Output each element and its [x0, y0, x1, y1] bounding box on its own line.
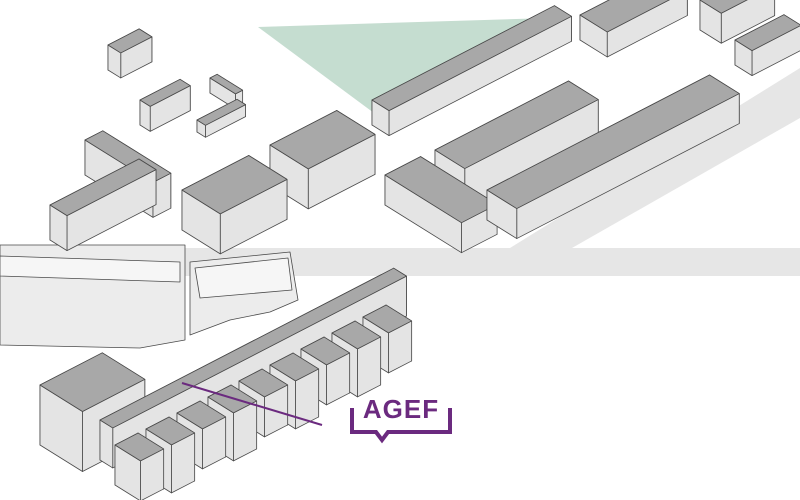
- building-roof: [49, 158, 157, 217]
- building-roof: [99, 267, 407, 429]
- agef-location-label[interactable]: AGEF: [350, 394, 452, 444]
- building-roof: [107, 28, 153, 54]
- building-roof: [145, 416, 196, 446]
- building-roof: [196, 98, 246, 126]
- building-roof: [371, 5, 572, 111]
- building-roof: [734, 14, 800, 51]
- building-roof: [39, 352, 146, 412]
- speech-bracket-icon: [350, 408, 452, 444]
- building-roof: [486, 74, 740, 209]
- building-roof: [579, 0, 670, 33]
- building-roof: [331, 320, 382, 350]
- building-roof: [269, 352, 320, 382]
- building-roof: [114, 432, 165, 462]
- building-flat-curved-roof: [194, 257, 293, 299]
- park-area: [258, 18, 548, 116]
- building-roof: [300, 336, 351, 366]
- label-pointer-line: [181, 382, 323, 426]
- building-roof: [139, 78, 191, 107]
- building-roof: [434, 80, 599, 169]
- building-roof: [699, 0, 748, 14]
- building-roof: [181, 155, 288, 215]
- building-roof: [269, 110, 376, 170]
- building-flat-left-roof: [0, 255, 181, 283]
- buildings-layer: [39, 0, 800, 500]
- agef-label-text: AGEF: [362, 394, 440, 424]
- building-roof: [238, 368, 289, 398]
- building-roof: [362, 304, 413, 334]
- building-roof: [176, 400, 227, 430]
- building-roof: [209, 73, 244, 95]
